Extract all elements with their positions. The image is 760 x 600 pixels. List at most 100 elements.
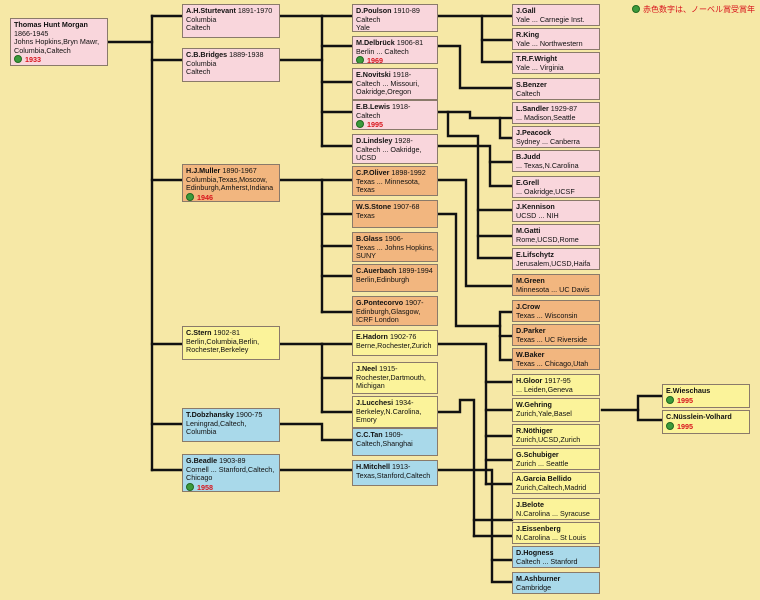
person-header: D.Parker: [516, 326, 596, 336]
person-name: J.Neel: [356, 364, 378, 373]
nobel-marker-icon: [666, 421, 674, 430]
person-name: E.Grell: [516, 178, 540, 187]
person-years: 1889-1938: [227, 50, 264, 59]
person-header: T.Dobzhansky 1900-75: [186, 410, 276, 420]
person-name: M.Ashburner: [516, 574, 561, 583]
person-header: W.Gehring: [516, 400, 596, 410]
person-header: D.Hogness: [516, 548, 596, 558]
nobel-marker-icon: [14, 55, 22, 64]
person-affiliation: ... Madison,Seattle: [516, 112, 576, 122]
person-affiliation: Caltech: [516, 88, 541, 98]
person-header: A.H.Sturtevant 1891-1970: [186, 6, 276, 16]
person-years: 1917-95: [542, 376, 571, 385]
person-years: 1928-: [392, 136, 413, 145]
person-header: H.Gloor 1917-95: [516, 376, 596, 386]
person-name: T.R.F.Wright: [516, 54, 557, 63]
person-name: D.Parker: [516, 326, 546, 335]
person-box-lucchesi: J.Lucchesi 1934-Berkeley,N.Carolina,Emor…: [352, 396, 438, 428]
person-affiliation: Texas ... UC Riverside: [516, 334, 588, 344]
person-affiliation: Texas,Stanford,Caltech: [356, 470, 431, 480]
person-affiliation: Sydney ... Canberra: [516, 136, 580, 146]
person-affiliation: Columbia,Texas,Moscow,: [186, 174, 268, 184]
person-header: J.Peacock: [516, 128, 596, 138]
person-affiliation: Cambridge: [516, 582, 552, 592]
person-years: 1891-1970: [235, 6, 273, 15]
nobel-marker-icon: [356, 120, 364, 129]
person-affiliation: Berlin,Edinburgh: [356, 274, 410, 284]
person-name: D.Hogness: [516, 548, 554, 557]
person-header: W.S.Stone 1907-68: [356, 202, 434, 212]
nobel-year: 1995: [666, 395, 746, 406]
person-name: S.Benzer: [516, 80, 547, 89]
person-header: G.Schubiger: [516, 450, 596, 460]
person-header: C.Nüsslein-Volhard: [666, 412, 746, 422]
person-affiliation: Johns Hopkins,Bryn Mawr,: [14, 37, 100, 47]
nobel-marker-icon: [186, 482, 194, 491]
person-affiliation: Yale ... Carnegie Inst.: [516, 14, 585, 24]
person-affiliation: Texas ... Chicago,Utah: [516, 358, 589, 368]
person-name: Thomas Hunt Morgan: [14, 20, 88, 29]
person-box-pontecorvo: G.Pontecorvo 1907-Edinburgh,Glasgow,ICRF…: [352, 296, 438, 326]
person-header: S.Benzer: [516, 80, 596, 90]
person-affiliation: 1866-1945: [14, 28, 49, 38]
person-header: M.Ashburner: [516, 574, 596, 584]
person-affiliation: Yale: [356, 23, 370, 32]
person-affiliation: Yale ... Northwestern: [516, 38, 583, 48]
nobel-legend: 赤色数字は、ノーベル賞受賞年: [632, 4, 755, 15]
person-box-lindsley: D.Lindsley 1928-Caltech ... Oakridge,UCS…: [352, 134, 438, 164]
person-name: J.Peacock: [516, 128, 552, 137]
person-affiliation: Rochester,Berkeley: [186, 345, 249, 355]
person-years: 1902-76: [387, 332, 417, 341]
person-name: W.Gehring: [516, 400, 552, 409]
person-affiliation: Caltech,Shanghai: [356, 438, 413, 448]
person-affiliation: Columbia: [186, 427, 217, 437]
person-name: M.Delbrück: [356, 38, 395, 47]
person-box-neel: J.Neel 1915-Rochester,Dartmouth,Michigan: [352, 362, 438, 394]
person-name: A.H.Sturtevant: [186, 6, 236, 15]
person-box-novitski: E.Novitski 1918-Caltech ... Missouri,Oak…: [352, 68, 438, 100]
person-years: 1899-1994: [396, 266, 433, 275]
person-years: 1918-: [389, 102, 411, 111]
person-header: M.Green: [516, 276, 596, 286]
person-affiliation: Texas ... Wisconsin: [516, 310, 578, 320]
person-name: J.Eissenberg: [516, 524, 561, 533]
person-header: C.C.Tan 1909-: [356, 430, 434, 440]
person-affiliation: Berkeley,N.Carolina,: [356, 406, 422, 416]
person-header: J.Neel 1915-: [356, 364, 434, 374]
person-name: L.Sandler: [516, 104, 549, 113]
person-affiliation: Emory: [356, 415, 377, 425]
person-header: E.Novitski 1918-: [356, 70, 434, 80]
person-header: H.Mitchell 1913-: [356, 462, 434, 472]
person-header: D.Poulson 1910-89: [356, 6, 434, 16]
person-box-tan: C.C.Tan 1909-Caltech,Shanghai: [352, 428, 438, 456]
person-header: J.Kennison: [516, 202, 596, 212]
person-affiliation: Berlin,Columbia,Berlin,: [186, 336, 260, 346]
person-affiliation: Berne,Rochester,Zurich: [356, 340, 432, 350]
person-name: H.Gloor: [516, 376, 543, 385]
person-box-grell: E.Grell... Oakridge,UCSF: [512, 176, 600, 198]
person-header: J.Belote: [516, 500, 596, 510]
person-header: J.Eissenberg: [516, 524, 596, 534]
person-years: 1898-1992: [389, 168, 426, 177]
person-name: G.Beadle: [186, 456, 218, 465]
person-affiliation: N.Carolina ... St Louis: [516, 532, 586, 542]
person-affiliation: Columbia,Caltech: [14, 45, 71, 55]
person-header: M.Gatti: [516, 226, 596, 236]
